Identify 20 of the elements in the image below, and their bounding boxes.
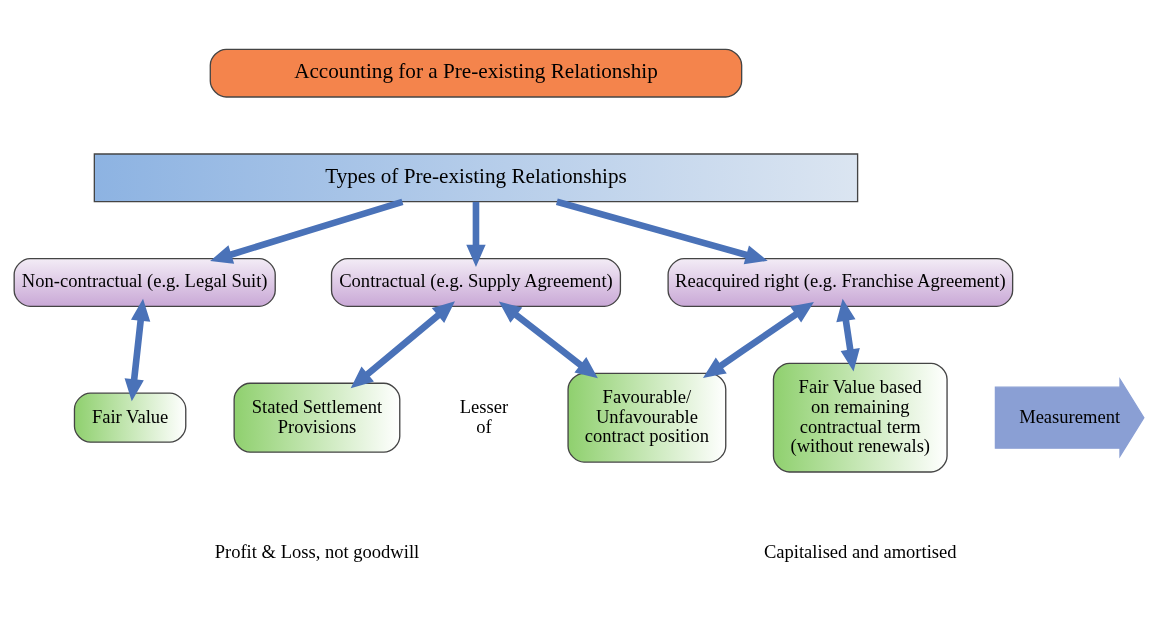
arrow bbox=[555, 198, 768, 265]
arrow bbox=[702, 301, 814, 378]
node-box: Fair Value bbox=[73, 392, 187, 443]
node-box: Favourable/ Unfavourable contract position bbox=[567, 372, 727, 463]
label: Lesser of bbox=[459, 395, 509, 437]
node-box: Stated Settlement Provisions bbox=[233, 382, 401, 453]
arrow bbox=[836, 298, 860, 372]
node-box: Contractual (e.g. Supply Agreement) bbox=[330, 258, 622, 308]
node-box: Reacquired right (e.g. Franchise Agreement) bbox=[667, 258, 1014, 308]
node-box: Types of Pre-existing Relationships bbox=[93, 153, 859, 203]
arrow bbox=[498, 301, 598, 379]
node-box: Non-contractual (e.g. Legal Suit) bbox=[13, 258, 276, 308]
label: Capitalised and amortised bbox=[763, 540, 957, 562]
arrow bbox=[210, 198, 404, 264]
node-box: Accounting for a Pre-existing Relationship bbox=[209, 48, 743, 98]
arrow bbox=[350, 301, 455, 389]
arrow bbox=[124, 298, 151, 402]
node-box: Fair Value based on remaining contractual term (without renewals) bbox=[772, 362, 948, 473]
label: Profit & Loss, not goodwill bbox=[214, 540, 420, 562]
arrow bbox=[466, 201, 486, 267]
